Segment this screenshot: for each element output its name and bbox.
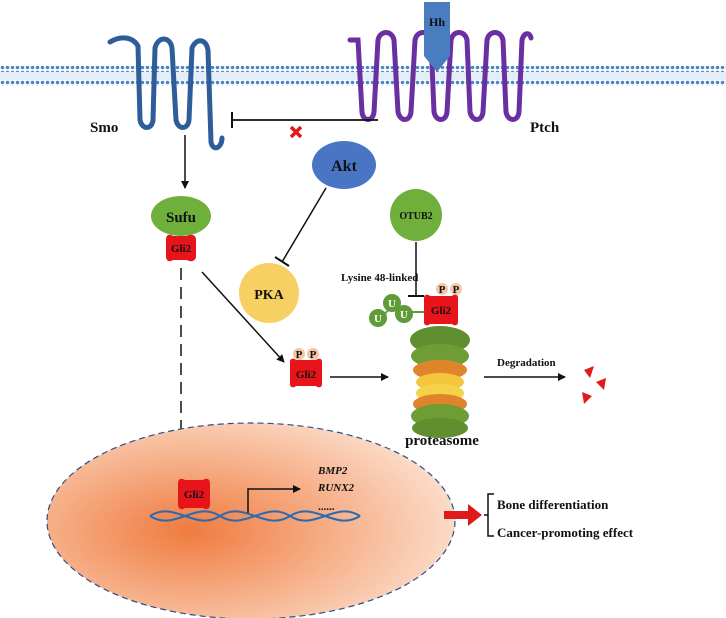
akt-node: Akt bbox=[312, 141, 376, 189]
smo-receptor bbox=[107, 35, 225, 151]
sufu-label: Sufu bbox=[166, 210, 196, 226]
runx2-label: RUNX2 bbox=[317, 482, 355, 494]
lysine-48-label: Lysine 48-linked bbox=[341, 272, 418, 284]
dna-helix bbox=[149, 510, 361, 522]
otub2-inhibits-ubiquitination bbox=[408, 242, 424, 297]
akt-inhibits-pka bbox=[274, 187, 327, 267]
cell-membrane bbox=[0, 66, 726, 86]
transcription-arrow bbox=[247, 485, 301, 513]
ptch-inhibits-smo bbox=[231, 112, 378, 128]
sufu-node: Sufu bbox=[151, 196, 211, 236]
ubiquitin-1 bbox=[369, 309, 387, 327]
nucleus bbox=[46, 422, 456, 618]
smo-label: Smo bbox=[90, 120, 118, 136]
degraded-fragments-icon bbox=[582, 366, 606, 404]
gli2-nucleus-node: Gli2 bbox=[178, 478, 210, 510]
phospho-p1 bbox=[293, 348, 305, 360]
bmp2-label: BMP2 bbox=[317, 465, 348, 477]
ubiquitin-3 bbox=[395, 305, 413, 323]
ubiquitin-1-label: U bbox=[374, 313, 382, 325]
ubiquitin-2 bbox=[383, 294, 401, 312]
ubiquitin-2-label: U bbox=[388, 298, 396, 310]
gli2-nucleus-label: Gli2 bbox=[184, 489, 205, 501]
phospho-p3-label: P bbox=[439, 284, 446, 296]
cancer-promoting-label: Cancer-promoting effect bbox=[497, 525, 634, 540]
phospho-p2-label: P bbox=[310, 349, 317, 361]
phospho-p2 bbox=[307, 348, 319, 360]
phospho-p1-label: P bbox=[296, 349, 303, 361]
hh-ligand: Hh bbox=[424, 2, 450, 72]
gli2-bound-label: Gli2 bbox=[171, 243, 192, 255]
ptch-receptor bbox=[347, 30, 534, 122]
ubiquitin-chain: U U U bbox=[369, 294, 424, 327]
ubiquitin-3-label: U bbox=[400, 309, 408, 321]
pka-label: PKA bbox=[254, 288, 284, 303]
pka-node: PKA bbox=[239, 263, 299, 323]
otub2-label: OTUB2 bbox=[399, 211, 432, 222]
ellipsis-label: ...... bbox=[318, 501, 335, 513]
effect-arrow-icon bbox=[444, 504, 482, 526]
proteasome bbox=[410, 326, 470, 438]
gli2-free-label: Gli2 bbox=[296, 369, 317, 381]
phospho-gli2-free: P P Gli2 bbox=[290, 348, 322, 388]
inhibition-blocked-cross-icon bbox=[289, 125, 303, 139]
gli2-bound-node: Gli2 bbox=[166, 234, 196, 262]
ptch-label: Ptch bbox=[530, 120, 560, 136]
outcome-bracket bbox=[484, 493, 494, 537]
degradation-label: Degradation bbox=[497, 357, 556, 369]
phospho-p3 bbox=[436, 283, 448, 295]
bone-differentiation-label: Bone differentiation bbox=[497, 497, 609, 512]
phospho-p4-label: P bbox=[453, 284, 460, 296]
phospho-gli2-proteasome: P P Gli2 bbox=[424, 283, 462, 326]
proteasome-label: proteasome bbox=[405, 433, 479, 449]
akt-label: Akt bbox=[331, 158, 357, 175]
hh-label: Hh bbox=[429, 15, 445, 29]
otub2-node: OTUB2 bbox=[390, 189, 442, 241]
phospho-p4 bbox=[450, 283, 462, 295]
gli2-release-arrow bbox=[201, 271, 285, 363]
gli2-proteasome-label: Gli2 bbox=[431, 305, 452, 317]
